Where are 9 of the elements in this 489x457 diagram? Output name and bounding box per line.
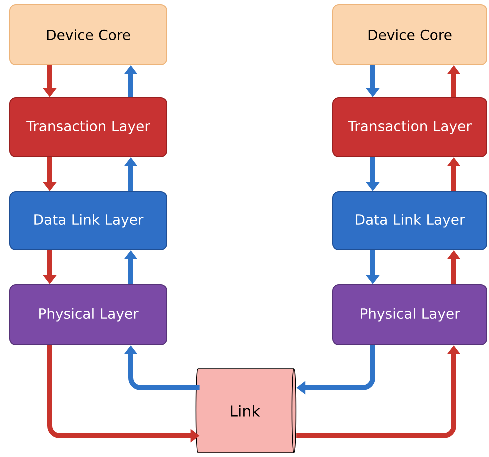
process-box: Device Core bbox=[332, 4, 488, 66]
process-box: Data Link Layer bbox=[10, 192, 168, 250]
link-cylinder: Link bbox=[196, 368, 297, 454]
process-box: Physical Layer bbox=[332, 284, 488, 346]
process-box: Transaction Layer bbox=[10, 98, 168, 158]
process-box: Transaction Layer bbox=[332, 98, 488, 158]
process-box: Device Core bbox=[10, 4, 168, 66]
process-box: Physical Layer bbox=[10, 284, 168, 346]
process-box: Data Link Layer bbox=[332, 192, 488, 250]
